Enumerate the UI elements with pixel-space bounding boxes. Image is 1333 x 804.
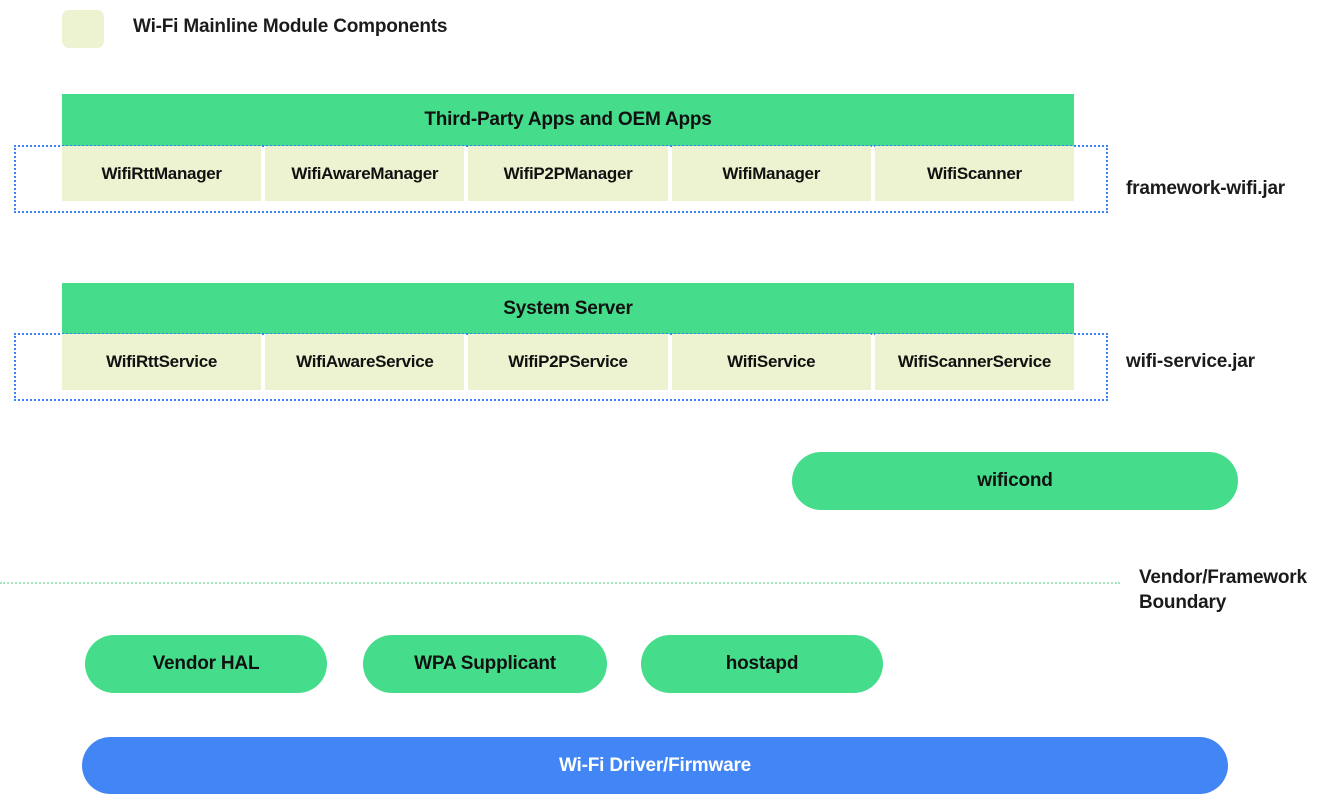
wpa-supplicant-block[interactable]: WPA Supplicant	[363, 635, 607, 693]
component-cell[interactable]: WifiP2PManager	[468, 146, 668, 201]
component-cell[interactable]: WifiAwareManager	[265, 146, 465, 201]
legend-swatch-icon	[62, 10, 104, 48]
vendor-framework-boundary-label: Vendor/Framework Boundary	[1139, 565, 1307, 615]
wifi-driver-firmware-block[interactable]: Wi-Fi Driver/Firmware	[82, 737, 1228, 794]
hostapd-block[interactable]: hostapd	[641, 635, 883, 693]
boundary-label-line1: Vendor/Framework	[1139, 567, 1307, 588]
component-cell[interactable]: WifiScannerService	[874, 334, 1075, 390]
legend-label: Wi-Fi Mainline Module Components	[133, 16, 448, 37]
vendor-framework-boundary-line	[0, 582, 1120, 584]
vendor-hal-block[interactable]: Vendor HAL	[85, 635, 327, 693]
side-label-framework-wifi-jar: framework-wifi.jar	[1126, 178, 1286, 199]
wificond-block[interactable]: wificond	[792, 452, 1238, 510]
component-cell[interactable]: WifiAwareService	[265, 334, 465, 390]
band-system-server: System Server	[62, 283, 1074, 334]
boundary-label-line2: Boundary	[1139, 592, 1227, 613]
component-cell[interactable]: WifiService	[671, 334, 871, 390]
side-label-wifi-service-jar: wifi-service.jar	[1126, 351, 1255, 372]
component-cell[interactable]: WifiRttManager	[62, 146, 262, 201]
component-row-system-server: WifiRttService WifiAwareService WifiP2PS…	[62, 334, 1075, 390]
component-row-framework: WifiRttManager WifiAwareManager WifiP2PM…	[62, 146, 1075, 201]
band-third-party-apps: Third-Party Apps and OEM Apps	[62, 94, 1074, 146]
component-cell[interactable]: WifiManager	[671, 146, 871, 201]
component-cell[interactable]: WifiRttService	[62, 334, 262, 390]
component-cell[interactable]: WifiScanner	[874, 146, 1075, 201]
component-cell[interactable]: WifiP2PService	[468, 334, 668, 390]
